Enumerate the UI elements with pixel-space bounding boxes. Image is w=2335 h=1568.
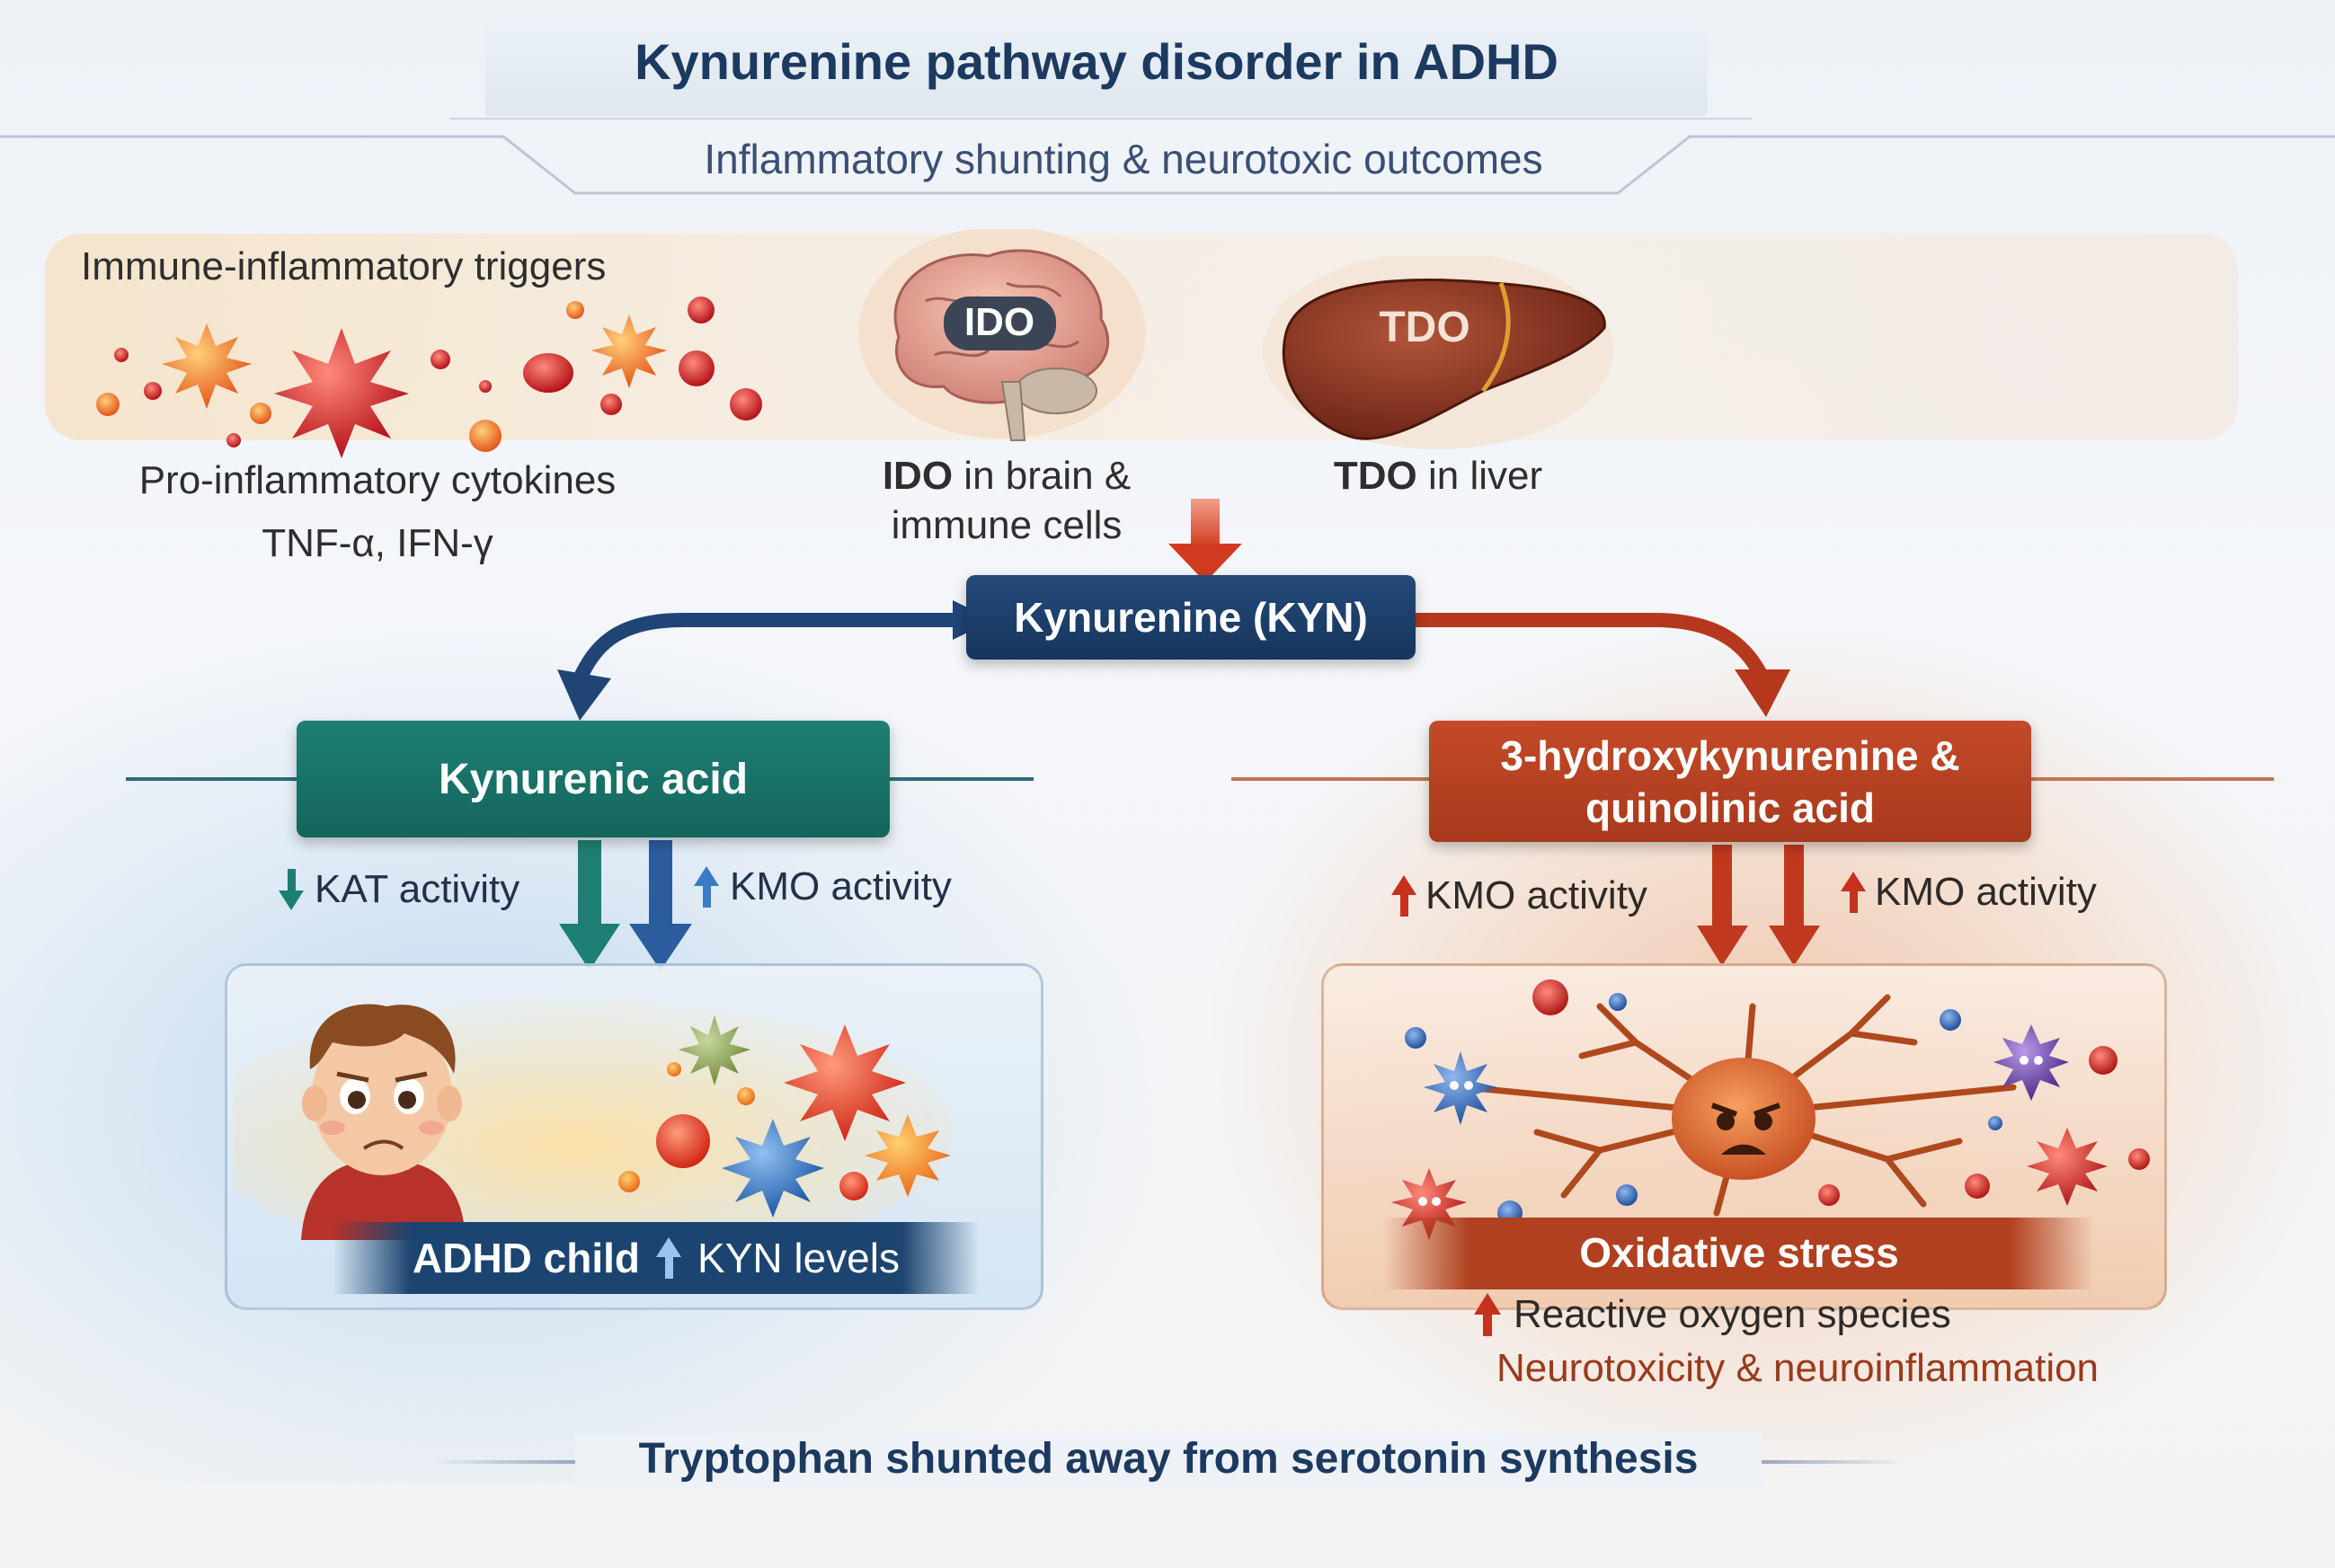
down-arrow-icon (1697, 926, 1748, 966)
cell-icon (2027, 1128, 2108, 1206)
down-arrow-icon (629, 924, 692, 970)
up-arrow-icon (694, 866, 719, 908)
svg-text:TDO: TDO (1379, 304, 1469, 351)
cytokine-icon (591, 314, 667, 388)
page-subtitle: Inflammatory shunting & neurotoxic outco… (704, 136, 1543, 182)
cytokine-cluster (96, 297, 762, 458)
kynurenine-box: Kynurenine (KYN) (966, 575, 1416, 660)
adhd-banner (333, 1222, 980, 1294)
cytokine-icon (274, 328, 409, 458)
triggers-heading: Immune-inflammatory triggers (81, 244, 607, 288)
cytokine-icon (865, 1114, 951, 1197)
cytokines-line1: Pro-inflammatory cytokines (138, 458, 617, 502)
cytokine-icon (162, 323, 252, 409)
child-icon (301, 1004, 466, 1240)
brain-icon: IDO (858, 229, 1146, 441)
kynurenic-acid-box: Kynurenic acid (297, 721, 890, 837)
hk-line1: 3-hydroxykynurenine & (1500, 731, 1960, 779)
oxidative-banner (1384, 1218, 2094, 1289)
hk-line2: quinolinic acid (1585, 784, 1876, 831)
ido-label-line1: IDO in brain & (882, 454, 1132, 498)
cytokine-icon (679, 1015, 750, 1085)
down-arrow-icon (557, 669, 611, 721)
down-arrow-icon (559, 924, 620, 970)
down-arrow-icon (1168, 499, 1242, 582)
kmo-activity-right-label-1: KMO activity (1391, 873, 1647, 918)
down-arrow-icon (1769, 926, 1820, 966)
cell-icon (1993, 1024, 2069, 1101)
footer-text: Tryptophan shunted away from serotonin s… (575, 1434, 1762, 1492)
adhd-banner-text: ADHD child KYN levels (413, 1235, 900, 1281)
cytokine-icon (784, 1024, 906, 1141)
title-panel (485, 27, 1708, 117)
cytokines-line2: TNF-α, IFN-γ (262, 521, 493, 565)
tdo-label: TDO in liver (1333, 454, 1543, 498)
kmo-activity-left-label: KMO activity (694, 864, 952, 909)
up-arrow-icon (656, 1237, 682, 1279)
up-arrow-icon (1391, 875, 1416, 917)
neuron-illustration (1391, 979, 2150, 1240)
down-arrow-icon (1735, 669, 1790, 717)
kat-activity-label: KAT activity (279, 867, 519, 912)
kmo-activity-right-label-2: KMO activity (1841, 870, 2097, 915)
down-arrow-icon (279, 869, 304, 910)
ros-label: Reactive oxygen species (1474, 1292, 1951, 1337)
cell-icon (1424, 1051, 1497, 1125)
hydroxykynurenine-box: 3-hydroxykynurenine & quinolinic acid (1429, 721, 2031, 842)
svg-text:IDO: IDO (964, 300, 1034, 344)
neuron-body (1672, 1058, 1816, 1180)
header-frame-lines (0, 118, 2335, 195)
ido-label-line2: immune cells (891, 503, 1123, 547)
flow-arrows (126, 499, 2274, 970)
neurotoxicity-label: Neurotoxicity & neuroinflammation (1496, 1346, 2100, 1390)
cytokine-icon (722, 1119, 824, 1218)
up-arrow-icon (1841, 872, 1866, 913)
page-title: Kynurenine pathway disorder in ADHD (635, 33, 1558, 90)
liver-icon: TDO (1263, 256, 1613, 449)
up-arrow-icon (1474, 1293, 1501, 1336)
oxidative-stress-label: Oxidative stress (1579, 1229, 1899, 1276)
adhd-illustration (234, 997, 953, 1240)
